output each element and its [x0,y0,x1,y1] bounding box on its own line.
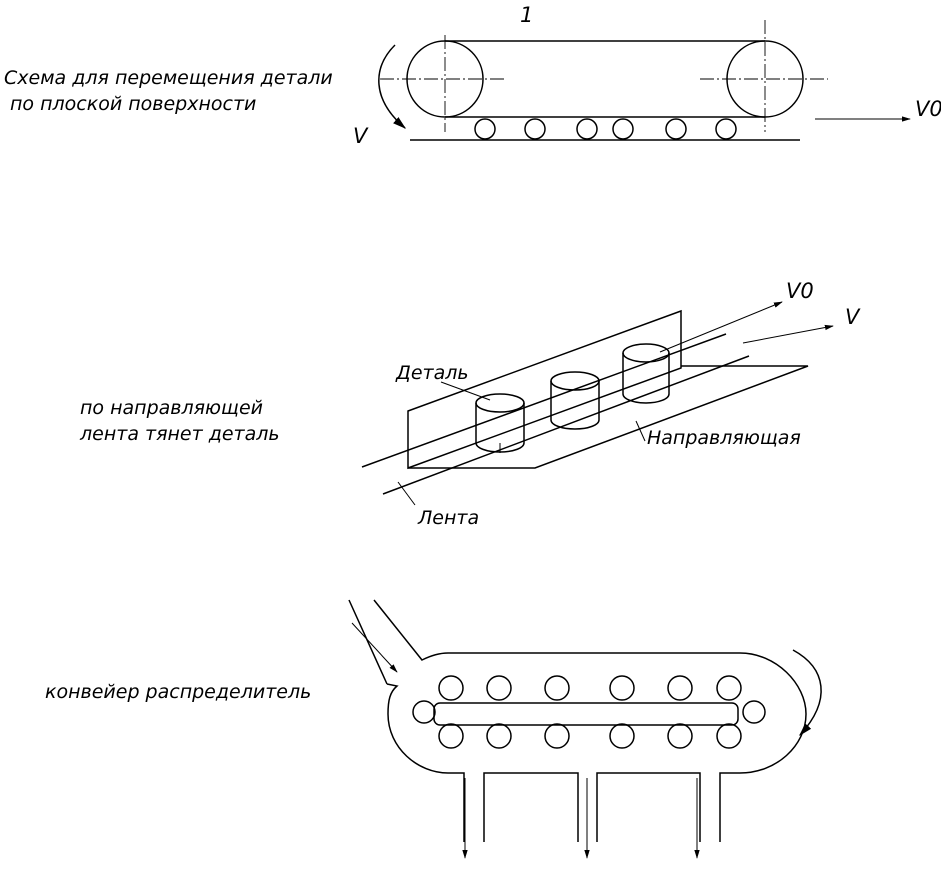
belt-line-top [361,333,727,468]
rotation-arrow [378,44,407,129]
belt-line-bottom [382,355,750,495]
part [486,723,512,749]
part [438,723,464,749]
guide-wall [407,309,682,470]
scheme-distributor-conveyor: конвейер распределитель [45,599,822,859]
top-parts-row [438,675,742,701]
scheme2-title-line2: лента тянет деталь [79,423,280,445]
part [609,675,635,701]
scheme-guide: по направляющей лента тянет деталь Детал… [79,279,861,529]
part [438,675,464,701]
part [609,723,635,749]
part [544,675,570,701]
parts-row [474,118,737,140]
guide-leader [635,420,646,442]
guide-part [550,371,600,430]
guide-part [622,343,670,404]
guide-part [475,393,525,453]
scheme1-part-speed-label: V0 [915,97,941,121]
scheme1-title-line2: по плоской поверхности [10,93,256,115]
guide-label: Направляющая [647,427,801,449]
rotation-arrow [792,649,822,736]
scheme2-part-speed-label: V0 [786,279,814,303]
scheme1-title-line1: Схема для перемещения детали [4,67,333,89]
bottom-parts-row [438,723,742,749]
scheme2-title-line1: по направляющей [80,397,263,419]
belt-leader [397,481,416,506]
part-leader [440,381,491,401]
conveyor-housing [348,599,807,842]
scheme1-belt-speed-label: V [353,124,369,148]
infeed-arrow [351,622,398,673]
scheme3-title: конвейер распределитель [45,681,311,703]
part [412,700,436,724]
scheme2-belt-speed-label: V [845,305,861,329]
scheme-flat-surface: Схема для перемещения детали по плоской … [4,3,941,148]
part [716,723,742,749]
scheme1-number-label: 1 [520,3,533,27]
part [667,723,693,749]
part [612,118,634,140]
part [667,675,693,701]
part-label: Деталь [395,362,469,384]
part [486,675,512,701]
part [576,118,598,140]
belt-label: Лента [417,507,479,529]
part [742,700,766,724]
belt-speed-arrow [742,324,834,344]
part-speed-arrow [659,301,783,353]
part [716,675,742,701]
center-guide [433,702,739,726]
part [665,118,687,140]
part [544,723,570,749]
part [524,118,546,140]
guide-base [408,365,809,469]
part [715,118,737,140]
part [474,118,496,140]
